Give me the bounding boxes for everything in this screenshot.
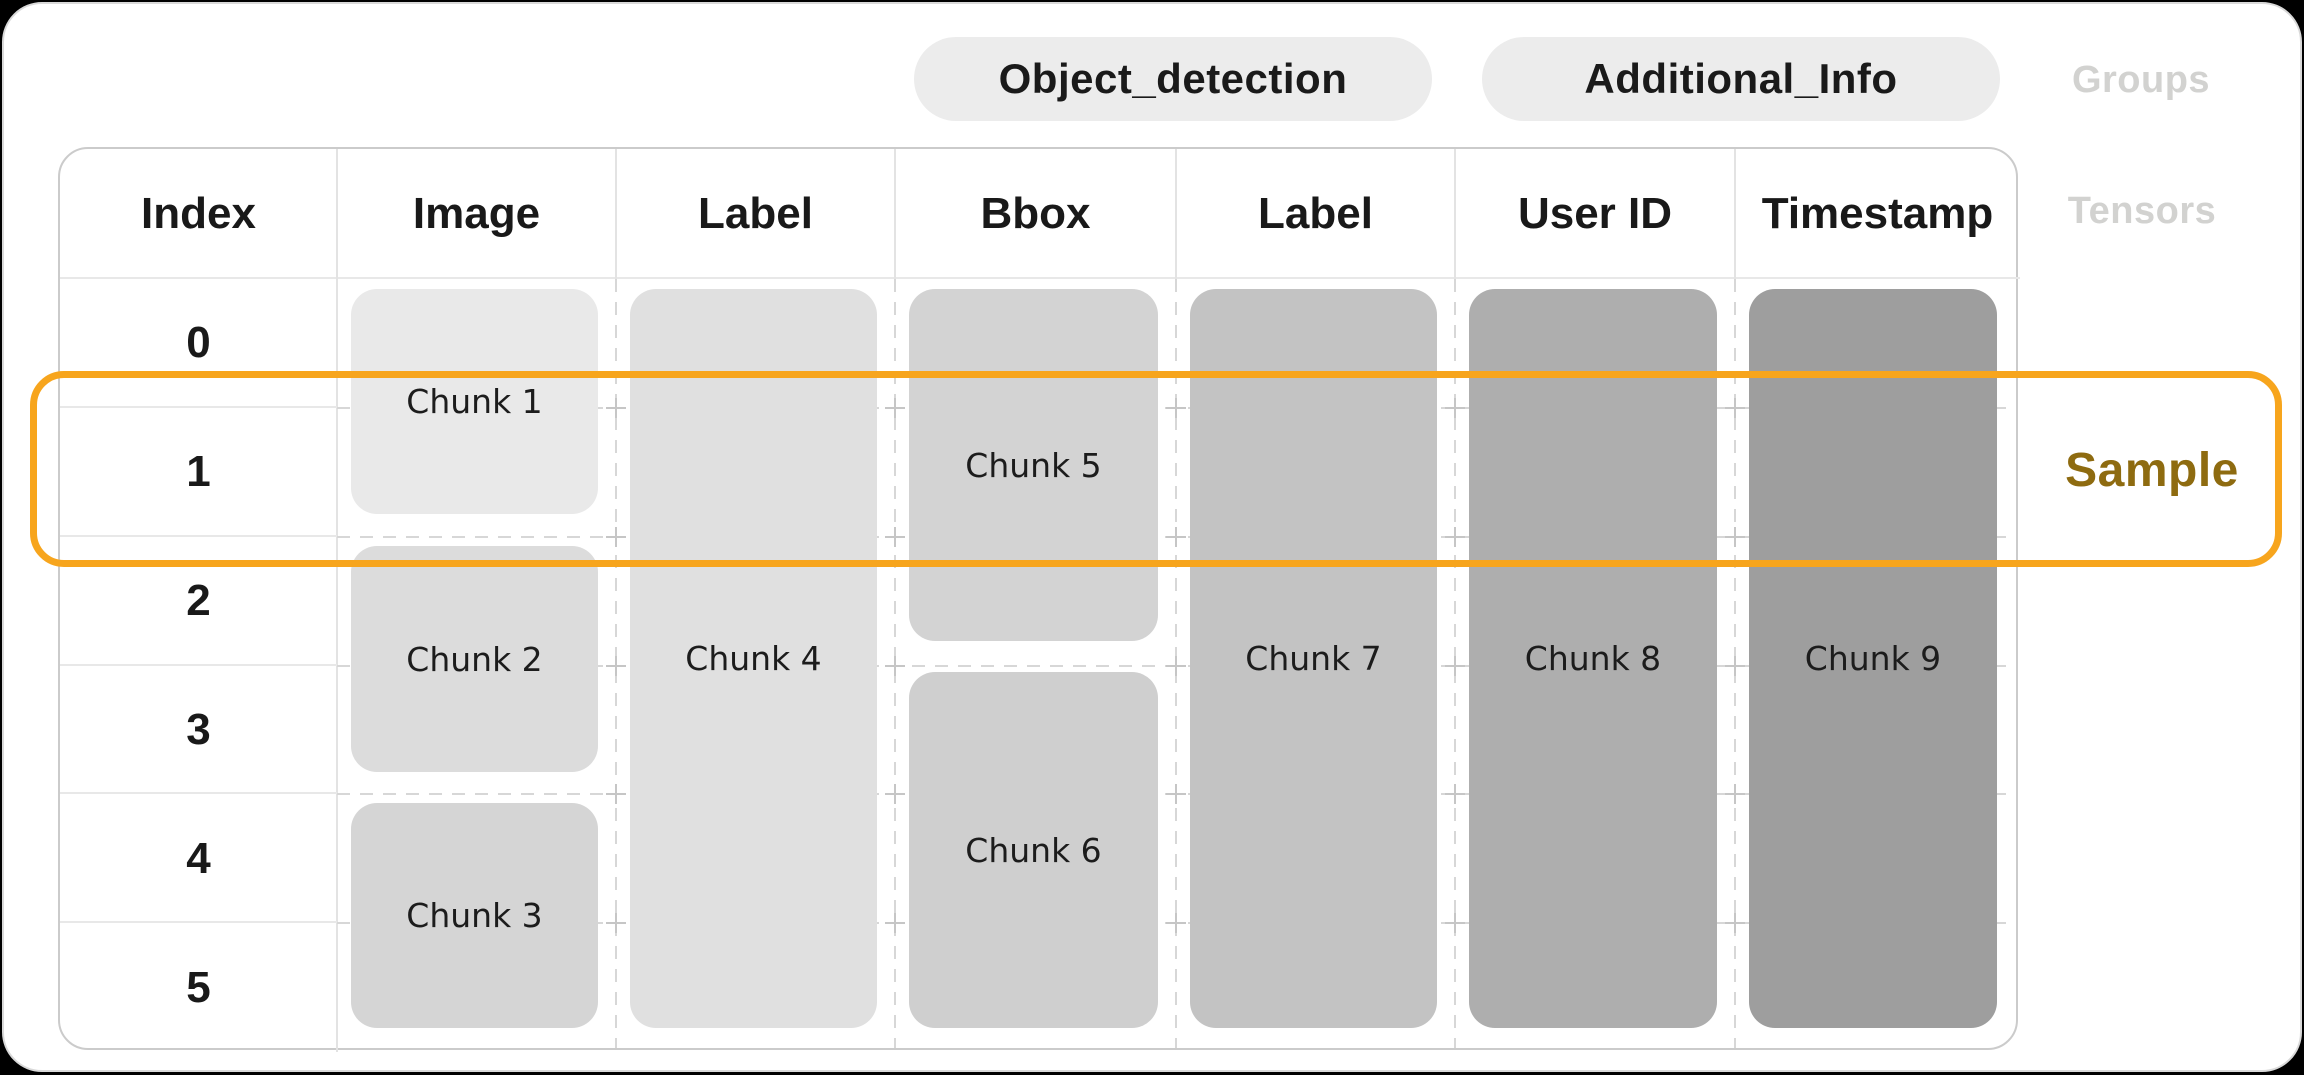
grid-cross-mark	[1445, 397, 1465, 418]
chunk-chunk-2: Chunk 2	[351, 546, 598, 772]
header-cell-user-id: User ID	[1517, 189, 1673, 238]
grid-cross-mark	[1725, 655, 1745, 676]
grid-layer	[60, 149, 2020, 1052]
grid-cross-mark	[885, 397, 905, 418]
index-cell-0: 0	[186, 318, 211, 368]
table-header-row: Index Image Label Bbox Label User ID Timestamp	[60, 149, 2016, 279]
chunk-chunk-4: Chunk 4	[630, 289, 877, 1028]
index-cell-3: 3	[186, 704, 211, 754]
header-divider	[1734, 149, 1736, 279]
group-pill-object-detection[interactable]: Object_detection	[914, 37, 1432, 121]
chunk-chunk-6: Chunk 6	[909, 672, 1158, 1028]
grid-cross-mark	[1166, 526, 1186, 547]
index-row-line	[60, 921, 337, 924]
grid-cross-mark	[885, 913, 905, 934]
grid-cross-mark	[885, 526, 905, 547]
grid-cross-mark	[1725, 397, 1745, 418]
index-column-divider	[336, 149, 338, 1052]
index-row-line	[60, 405, 337, 408]
grid-cross-mark	[1166, 913, 1186, 934]
grid-cross-mark	[1445, 784, 1465, 805]
grid-cross-mark	[606, 913, 626, 934]
sample-label: Sample	[2065, 443, 2239, 497]
tensor-table: Index Image Label Bbox Label User ID Timestamp…	[58, 147, 2020, 1052]
index-column: 0 1 2 3 4 5	[60, 149, 337, 1048]
header-cell-bbox: Bbox	[980, 189, 1091, 238]
grid-cross-mark	[885, 784, 905, 805]
header-divider	[1454, 149, 1456, 279]
grid-cross-mark	[1166, 784, 1186, 805]
chunk-chunk-5: Chunk 5	[909, 289, 1158, 641]
index-row-line	[60, 792, 337, 795]
grid-cross-mark	[1445, 913, 1465, 934]
grid-cross-mark	[1445, 526, 1465, 547]
header-cell-index: Index	[141, 189, 256, 238]
header-cell-timestamp: Timestamp	[1761, 189, 1994, 238]
header-cell-label: Label	[698, 189, 813, 238]
grid-cross-mark	[606, 397, 626, 418]
index-row-line	[60, 663, 337, 666]
group-pill-additional-info[interactable]: Additional_Info	[1482, 37, 2000, 121]
groups-side-label: Groups	[2071, 58, 2211, 101]
sample-highlight-rect	[30, 371, 2282, 567]
chunk-chunk-3: Chunk 3	[351, 803, 598, 1028]
chunk-chunk-7: Chunk 7	[1190, 289, 1437, 1028]
header-divider	[615, 149, 617, 279]
grid-cross-mark	[885, 655, 905, 676]
header-bottom-line	[60, 277, 2020, 279]
tensors-side-label: Tensors	[2067, 189, 2217, 232]
grid-cross-mark	[1725, 526, 1745, 547]
index-row-line	[60, 534, 337, 537]
grid-cross-mark	[1166, 655, 1186, 676]
grid-cross-mark	[1445, 655, 1465, 676]
grid-cross-mark	[1725, 784, 1745, 805]
grid-cross-mark	[1166, 397, 1186, 418]
grid-cross-mark	[606, 655, 626, 676]
chunk-chunk-8: Chunk 8	[1469, 289, 1717, 1028]
grid-cross-mark	[606, 526, 626, 547]
index-cell-2: 2	[186, 576, 211, 626]
index-cell-1: 1	[186, 447, 211, 497]
header-cell-image: Image	[412, 189, 541, 238]
header-cell-label: Label	[1258, 189, 1373, 238]
header-divider	[894, 149, 896, 279]
grid-cross-mark	[606, 784, 626, 805]
index-cell-5: 5	[186, 962, 211, 1012]
grid-cross-mark	[1725, 913, 1745, 934]
header-divider	[1175, 149, 1177, 279]
index-cell-4: 4	[186, 833, 211, 883]
chunk-chunk-1: Chunk 1	[351, 289, 598, 514]
chunk-chunk-9: Chunk 9	[1749, 289, 1997, 1028]
